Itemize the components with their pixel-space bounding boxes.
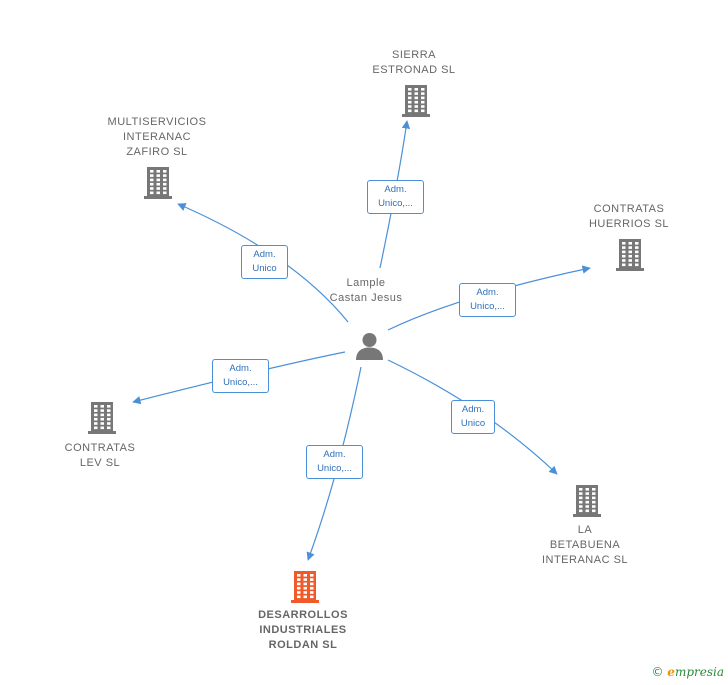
company-label-multiservicios[interactable]: MULTISERVICIOS INTERANAC ZAFIRO SL bbox=[107, 116, 207, 158]
empresia-logo: © empresia bbox=[651, 665, 724, 679]
company-label-sierra[interactable]: SIERRA ESTRONAD SL bbox=[372, 49, 456, 76]
edge-label-lev[interactable]: Adm. Unico,... bbox=[212, 359, 269, 393]
edge-label-betabuena[interactable]: Adm. Unico bbox=[451, 400, 495, 434]
building-icon-highlight[interactable] bbox=[291, 570, 319, 608]
edge-label-sierra[interactable]: Adm. Unico,... bbox=[367, 180, 424, 214]
building-icon[interactable] bbox=[144, 166, 172, 204]
company-label-huerrios[interactable]: CONTRATAS HUERRIOS SL bbox=[588, 203, 670, 230]
building-icon[interactable] bbox=[88, 401, 116, 439]
company-label-desarrollos[interactable]: DESARROLLOS INDUSTRIALES ROLDAN SL bbox=[258, 609, 348, 651]
edge-label-multiservicios[interactable]: Adm. Unico bbox=[241, 245, 288, 279]
building-icon[interactable] bbox=[616, 238, 644, 276]
person-name-label: Lample Castan Jesus bbox=[329, 277, 403, 304]
company-label-lev[interactable]: CONTRATAS LEV SL bbox=[64, 442, 136, 469]
company-label-betabuena[interactable]: LA BETABUENA INTERANAC SL bbox=[541, 524, 629, 566]
building-icon[interactable] bbox=[402, 84, 430, 122]
person-icon[interactable] bbox=[355, 332, 384, 365]
edge-label-desarrollos[interactable]: Adm. Unico,... bbox=[306, 445, 363, 479]
building-icon[interactable] bbox=[573, 484, 601, 522]
edge-label-huerrios[interactable]: Adm. Unico,... bbox=[459, 283, 516, 317]
